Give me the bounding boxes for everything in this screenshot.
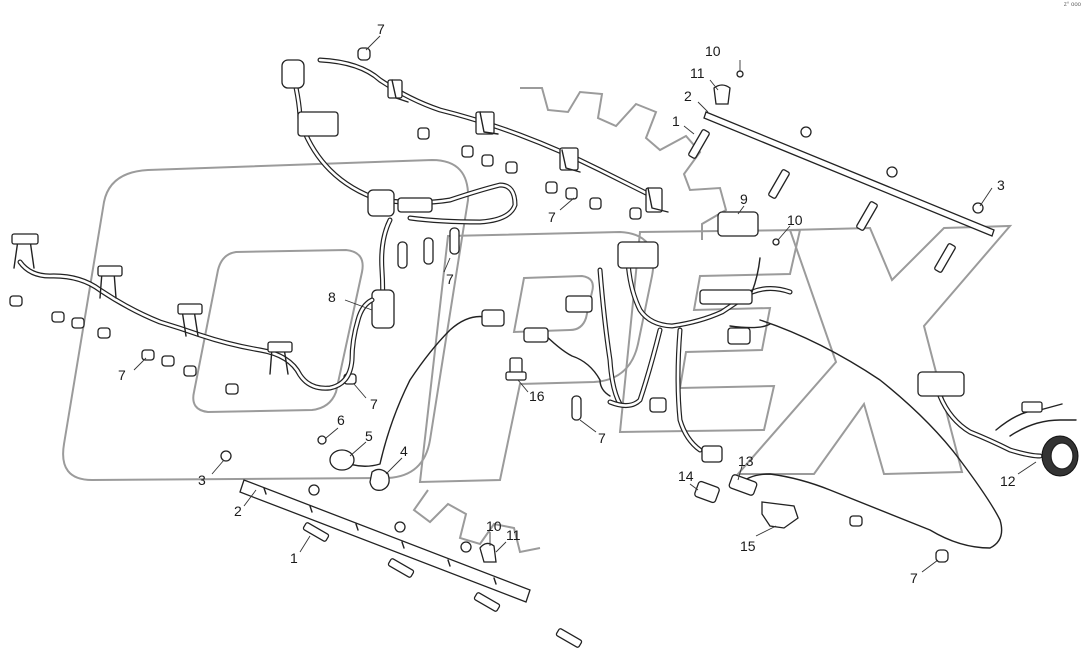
callout-3: 3: [198, 472, 206, 488]
grommets: [9, 47, 984, 563]
connector-body: [297, 111, 339, 137]
callout-8: 8: [328, 289, 336, 305]
callout-2: 2: [684, 88, 692, 104]
callout-2: 2: [234, 503, 242, 519]
callout-7: 7: [377, 21, 385, 37]
callout-15: 15: [740, 538, 756, 554]
left-rail: [239, 479, 583, 648]
watermark-gear: [412, 87, 728, 554]
callout-14: 14: [678, 468, 694, 484]
connector-body: [367, 189, 395, 217]
callout-11: 11: [506, 527, 521, 543]
callout-7: 7: [548, 209, 556, 225]
leader-lines: [133, 35, 1037, 573]
callout-13: 13: [738, 453, 754, 469]
callout-7: 7: [598, 430, 606, 446]
callout-10: 10: [705, 43, 721, 59]
watermark-letter-x: [735, 224, 1013, 476]
callouts: 7 10 11 2 1 3 9 10 7 7 8 7 7 16 7 6 5 4 …: [118, 21, 1016, 586]
sensor-wire-left: [317, 309, 505, 491]
callout-7: 7: [910, 570, 918, 586]
upper-right-rail: [688, 70, 995, 273]
callout-12: 12: [1000, 473, 1016, 489]
callout-10: 10: [486, 518, 502, 534]
callout-1: 1: [672, 113, 680, 129]
callout-5: 5: [365, 428, 373, 444]
callout-7: 7: [118, 367, 126, 383]
connector-body: [281, 59, 305, 89]
corner-mark: z° ooo: [1063, 2, 1081, 8]
right-harness: [739, 319, 1079, 549]
center-harness: [505, 211, 793, 463]
parts-13-14-15: [694, 474, 799, 529]
callout-7: 7: [370, 396, 378, 412]
watermark-letter-e: [618, 228, 802, 434]
upper-harness: [281, 57, 669, 329]
watermark-letter-p: [418, 230, 655, 484]
connector-body: [371, 289, 395, 329]
callout-9: 9: [740, 191, 748, 207]
bolt: [302, 522, 583, 648]
callout-3: 3: [997, 177, 1005, 193]
left-harness: [11, 233, 375, 391]
sensor-16: [505, 357, 527, 381]
callout-11: 11: [690, 65, 705, 81]
callout-16: 16: [529, 388, 545, 404]
callout-4: 4: [400, 443, 408, 459]
connector-body: [397, 197, 433, 213]
callout-10: 10: [787, 212, 803, 228]
callout-7: 7: [446, 271, 454, 287]
bolt: [688, 129, 956, 273]
callout-6: 6: [337, 412, 345, 428]
watermark-logo: [62, 87, 1013, 554]
callout-1: 1: [290, 550, 298, 566]
